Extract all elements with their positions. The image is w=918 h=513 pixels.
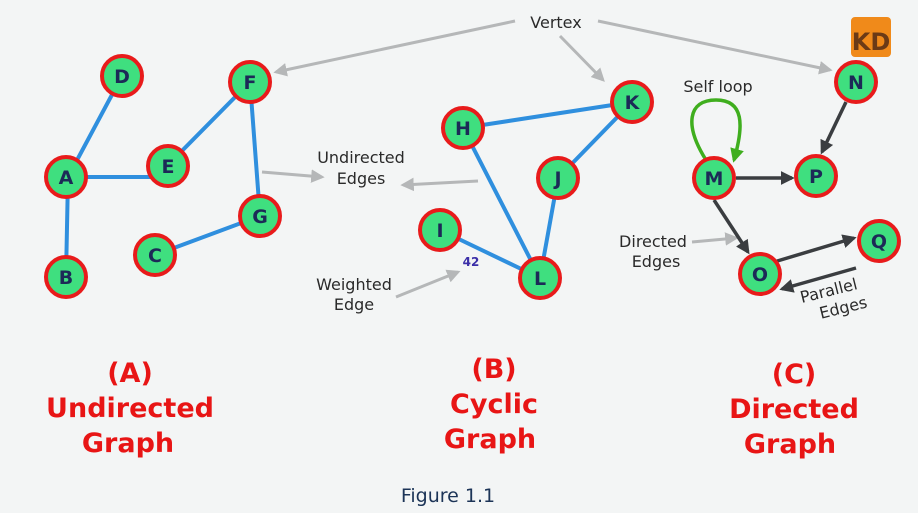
caption-a-line3: Graph xyxy=(82,428,174,459)
node-K: K xyxy=(610,80,654,124)
svg-text:Q: Q xyxy=(871,231,887,253)
edge-H-K xyxy=(461,100,634,130)
edge-M-O xyxy=(712,199,750,255)
node-J: J xyxy=(536,156,580,200)
edge-Q-O xyxy=(779,266,857,293)
svg-text:E: E xyxy=(162,156,175,178)
node-F: F xyxy=(228,60,272,104)
pointer-to-N xyxy=(597,19,833,75)
annotation-directed-line1: Directed xyxy=(619,232,687,251)
caption-b-line1: (B) xyxy=(471,354,516,385)
edge-weight-label: 42 xyxy=(463,255,480,269)
node-H: H xyxy=(441,106,485,150)
edge-O-Q xyxy=(773,234,857,264)
node-P: P xyxy=(794,154,838,198)
edge-F-G xyxy=(248,80,262,218)
svg-text:N: N xyxy=(848,72,864,94)
svg-text:C: C xyxy=(148,245,162,267)
svg-text:P: P xyxy=(809,166,823,188)
annotation-weighted-line2: Edge xyxy=(334,295,374,314)
pointer-to-F xyxy=(273,19,516,77)
annotation-directed-line2: Edges xyxy=(632,252,681,271)
svg-text:O: O xyxy=(752,264,768,286)
annotation-undirected-line2: Edges xyxy=(337,169,386,188)
caption-b: (B) Cyclic Graph xyxy=(444,354,538,455)
node-A: A xyxy=(44,155,88,199)
annotation-undirected-line1: Undirected xyxy=(317,148,405,167)
caption-c-line3: Graph xyxy=(744,429,836,460)
pointer-directed-edge xyxy=(691,232,739,246)
pointer-undirected-edge-left xyxy=(261,169,325,183)
annotation-self-loop: Self loop xyxy=(683,77,752,96)
caption-a-line2: Undirected xyxy=(46,393,214,424)
node-L: L xyxy=(518,256,562,300)
svg-text:I: I xyxy=(436,220,443,242)
graph-c-edges xyxy=(690,98,857,293)
caption-c-line2: Directed xyxy=(729,394,859,425)
edge-N-P xyxy=(820,101,848,155)
svg-text:A: A xyxy=(59,167,74,189)
caption-c: (C) Directed Graph xyxy=(729,359,859,460)
caption-b-line3: Graph xyxy=(444,424,536,455)
node-M: M xyxy=(692,156,736,200)
node-B: B xyxy=(44,255,88,299)
node-G: G xyxy=(238,194,282,238)
svg-text:M: M xyxy=(705,168,724,190)
pointer-to-K xyxy=(558,34,605,82)
svg-text:K: K xyxy=(625,92,641,114)
annotation-vertex: Vertex xyxy=(530,13,581,32)
node-D: D xyxy=(100,54,144,98)
caption-a-line1: (A) xyxy=(107,358,153,389)
svg-text:L: L xyxy=(534,268,546,290)
pointer-undirected-edge-right xyxy=(400,177,479,192)
vertex-pointers xyxy=(273,19,833,82)
logo: KD xyxy=(851,17,891,57)
logo-square xyxy=(851,17,891,57)
logo-mark: KD xyxy=(852,28,891,56)
svg-text:G: G xyxy=(252,206,268,228)
caption-c-line1: (C) xyxy=(772,359,817,390)
svg-text:B: B xyxy=(59,267,73,289)
caption-b-line2: Cyclic xyxy=(450,389,538,420)
nodes: D A B E F G C H K J I L N M P O Q xyxy=(44,54,901,300)
svg-text:F: F xyxy=(244,72,257,94)
node-C: C xyxy=(133,233,177,277)
pointer-weighted-edge xyxy=(395,269,461,299)
annotation-weighted-line1: Weighted xyxy=(316,275,392,294)
node-N: N xyxy=(834,60,878,104)
caption-a: (A) Undirected Graph xyxy=(46,358,214,459)
node-I: I xyxy=(418,208,462,252)
edge-H-L xyxy=(461,126,542,280)
node-Q: Q xyxy=(857,219,901,263)
figure-label: Figure 1.1 xyxy=(401,485,495,507)
self-loop-M xyxy=(690,98,744,163)
node-E: E xyxy=(146,144,190,188)
node-O: O xyxy=(738,252,782,296)
svg-text:D: D xyxy=(114,66,130,88)
svg-text:H: H xyxy=(455,118,471,140)
svg-text:J: J xyxy=(552,168,561,190)
